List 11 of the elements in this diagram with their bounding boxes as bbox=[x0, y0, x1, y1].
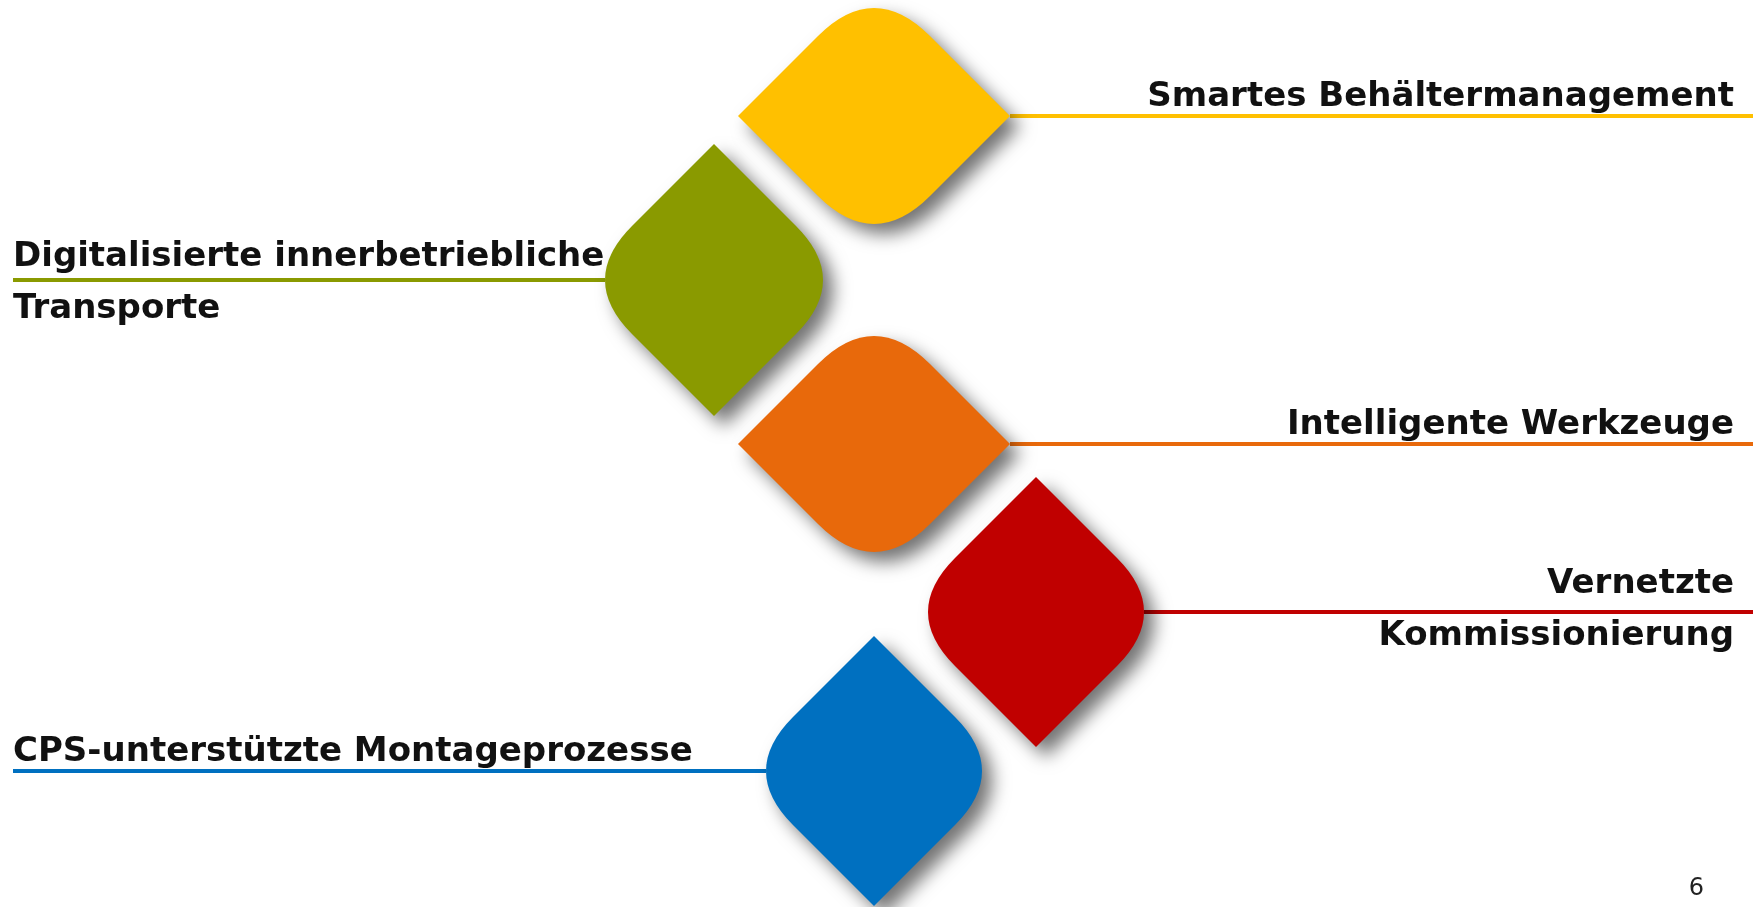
leader-line bbox=[1010, 442, 1753, 446]
page-number: 6 bbox=[1688, 873, 1704, 901]
leader-line bbox=[1010, 114, 1753, 118]
leader-line bbox=[13, 278, 605, 282]
label-text: Digitalisierte innerbetriebliche Transporte bbox=[13, 228, 613, 332]
label-text: CPS-unterstützte Montageprozesse bbox=[13, 727, 753, 771]
label-text: Smartes Behältermanagement bbox=[993, 72, 1753, 116]
leader-line bbox=[1144, 610, 1753, 614]
leader-line bbox=[13, 769, 766, 773]
label-text: Intelligente Werkzeuge bbox=[1053, 400, 1753, 444]
label-text: Vernetzte Kommissionierung bbox=[1193, 555, 1753, 659]
